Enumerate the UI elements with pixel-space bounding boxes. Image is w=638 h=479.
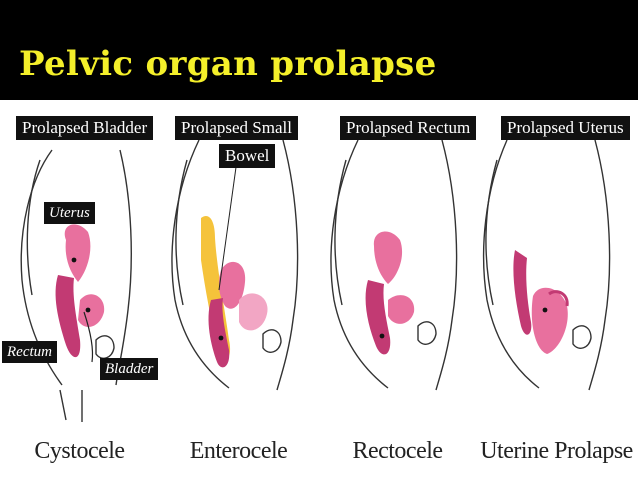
- condition-name-cystocele: Cystocele: [34, 438, 125, 464]
- uterine-prolapse-illustration: [482, 139, 611, 391]
- callout-uterus: Uterus: [44, 202, 95, 224]
- condition-name-uterine-prolapse: Uterine Prolapse: [480, 438, 633, 464]
- condition-name-enterocele: Enterocele: [189, 438, 288, 464]
- panel-uterine-prolapse: Prolapsed Uterus Uterine Prolapse: [477, 100, 636, 479]
- callout-rectum: Rectum: [2, 341, 57, 363]
- panel-label-prolapsed-rectum: Prolapsed Rectum: [340, 116, 477, 140]
- panel-label-prolapsed-uterus: Prolapsed Uterus: [501, 116, 630, 140]
- panel-label-prolapsed-small: Prolapsed Small: [175, 116, 298, 140]
- condition-name-rectocele: Rectocele: [352, 438, 443, 464]
- panel-label-bowel: Bowel: [219, 144, 276, 168]
- panel-cystocele: Prolapsed Bladder Uterus Rectum Bladder …: [0, 100, 159, 479]
- panel-label-prolapsed-bladder: Prolapsed Bladder: [16, 116, 154, 140]
- panel-rectocele: Prolapsed Rectum Rectocele: [318, 100, 477, 479]
- panel-enterocele: Prolapsed Small Bowel Enterocele: [159, 100, 318, 479]
- enterocele-illustration: [171, 139, 299, 391]
- cystocele-illustration: [20, 149, 132, 422]
- callout-bladder: Bladder: [100, 358, 159, 380]
- title-bar: Pelvic organ prolapse: [0, 0, 638, 100]
- page-title: Pelvic organ prolapse: [19, 44, 437, 84]
- rectocele-illustration: [330, 139, 458, 391]
